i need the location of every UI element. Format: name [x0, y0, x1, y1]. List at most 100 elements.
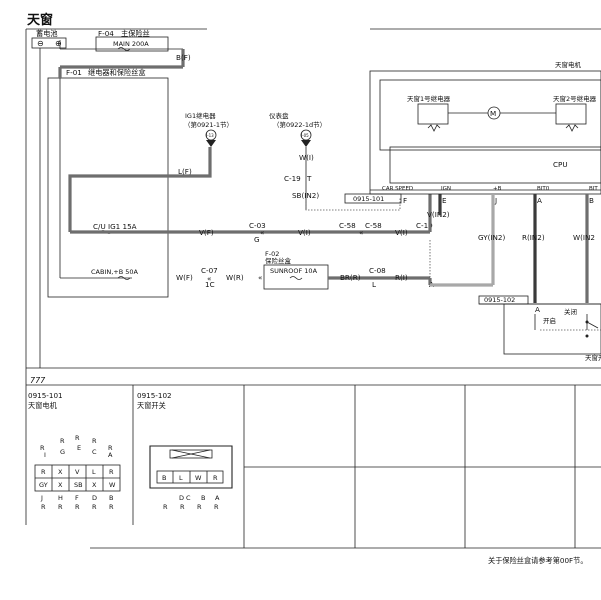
svg-text:B: B: [162, 474, 166, 482]
svg-text:V: V: [75, 468, 80, 476]
svg-text:I-13: I-13: [206, 133, 214, 138]
svg-text:R: R: [75, 503, 80, 511]
footer-note: 关于保险丝盒请参考第00F节。: [488, 556, 588, 565]
svg-text:I: I: [44, 451, 46, 459]
svg-text:⊕: ⊕: [55, 39, 62, 48]
ig1-relay-name: IG1继电器: [185, 111, 216, 120]
module-tag-101: [344, 193, 402, 204]
wire-ri-label: R(I): [395, 273, 408, 282]
sunroof-switch-module: 0915-102 A 关闭 开启 天窗开: [478, 295, 601, 362]
wire-gy-in2-label: GY(IN2): [478, 233, 505, 242]
svg-text:BIT: BIT: [589, 186, 598, 192]
wire-wf-label: W(F): [176, 273, 193, 282]
svg-text:GY: GY: [39, 481, 48, 489]
svg-text:A: A: [108, 451, 113, 459]
svg-text:C: C: [186, 494, 191, 502]
wire-vin2-label: V(IN2): [427, 210, 450, 219]
svg-text:C: C: [92, 448, 97, 456]
relay1-label: 天窗1号继电器: [407, 94, 451, 103]
svg-text:«: «: [207, 274, 211, 283]
ig1-relay: IG1继电器 （第0921-1节） I-13: [184, 111, 233, 147]
svg-text:J: J: [40, 494, 43, 502]
instrument-panel: 仪表盘 （第0922-1d节） I-05 W(I) C-19 T SB(IN2): [269, 111, 401, 211]
svg-text:R: R: [58, 503, 63, 511]
relay-fuse-box: F-01 继电器和保险丝盒 C/U IG1 15A CABIN,+B 50A: [47, 67, 169, 298]
wire-wi-label: W(I): [299, 153, 314, 162]
svg-text:F: F: [75, 494, 79, 502]
c58b-label: C-58: [365, 221, 382, 230]
switch-right-label: 天窗开: [585, 353, 601, 362]
cu-ig1-fuse: C/U IG1 15A: [93, 222, 137, 231]
svg-text:L: L: [92, 468, 96, 476]
svg-text:L: L: [179, 474, 183, 482]
legend-p1-name: 天窗电机: [28, 401, 58, 410]
svg-text:E: E: [77, 444, 81, 452]
svg-text:R: R: [75, 434, 80, 442]
battery: 蓄电池 ⊖ ⊕: [31, 29, 67, 368]
instrument-name: 仪表盘: [269, 111, 289, 120]
svg-text:«: «: [260, 228, 264, 237]
main-fuse: F-04 主保险丝 MAIN 200A B(F): [59, 29, 191, 69]
wire-vf-label: V(F): [199, 228, 214, 237]
wire-w-in2-label: W(IN2: [573, 233, 595, 242]
page-title: 天窗: [27, 12, 53, 28]
c19-label: C-19: [416, 221, 433, 230]
svg-text:M: M: [490, 109, 496, 118]
sunroof-fuse-box: F-02 保险丝盒 SUNROOF 10A: [263, 250, 432, 290]
cabin-b-fuse: CABIN,+B 50A: [91, 268, 139, 276]
svg-text:«: «: [258, 273, 262, 282]
svg-text:R: R: [108, 444, 113, 452]
svg-text:W: W: [195, 474, 202, 482]
sunroof-motor-module: 天窗电机 天窗1号继电器 天窗2号继电器 M CPU CAR SPEED IGN…: [369, 60, 601, 195]
svg-text:R: R: [41, 503, 46, 511]
svg-text:X: X: [58, 468, 63, 476]
legend-p1-id: 0915-101: [28, 391, 63, 400]
relay2-label: 天窗2号继电器: [553, 94, 597, 103]
svg-text:H: H: [58, 494, 63, 502]
svg-text:A: A: [535, 305, 540, 314]
svg-text:R: R: [92, 437, 97, 445]
svg-text:F: F: [403, 196, 407, 205]
wire-vi2-label: V(I): [395, 228, 408, 237]
c08-label: C-08: [369, 266, 386, 275]
svg-text:I-05: I-05: [301, 133, 309, 138]
fuse-box2-name: 保险丝盒: [265, 256, 292, 265]
svg-text:J: J: [494, 196, 497, 205]
svg-text:T: T: [306, 174, 312, 183]
legend-p2-id: 0915-102: [137, 391, 172, 400]
svg-text:R: R: [214, 503, 219, 511]
svg-text:X: X: [58, 481, 63, 489]
svg-text:B: B: [109, 494, 113, 502]
instrument-ref: （第0922-1d节）: [273, 120, 326, 129]
svg-text:+B: +B: [493, 186, 502, 192]
legend-p2-name: 天窗开关: [137, 401, 166, 410]
relay-box-name: 继电器和保险丝盒: [88, 68, 146, 77]
svg-text:G: G: [254, 235, 260, 244]
main-fuse-id: F-04: [98, 29, 114, 38]
svg-text:A: A: [537, 196, 542, 205]
wire-lf-label: L(F): [178, 167, 192, 176]
c58a-label: C-58: [339, 221, 356, 230]
svg-text:D: D: [179, 494, 184, 502]
svg-text:R: R: [213, 474, 218, 482]
svg-text:B: B: [589, 196, 594, 205]
svg-text:0915-101: 0915-101: [353, 195, 384, 203]
svg-text:R: R: [92, 503, 97, 511]
svg-text:CAR SPEED: CAR SPEED: [382, 186, 413, 192]
connector-legend-table: 0915-101 天窗电机 R R R E R R I G C A R X V …: [25, 385, 601, 549]
fuse-box2-id: F-02: [265, 250, 279, 258]
switch-open-label: 开启: [543, 316, 556, 325]
svg-text:D: D: [92, 494, 97, 502]
svg-text:W: W: [109, 481, 116, 489]
c19t-label: C-19: [284, 174, 301, 183]
wire-vi-label: V(I): [298, 228, 311, 237]
sunroof-fuse-rating: SUNROOF 10A: [270, 267, 318, 275]
main-fuse-rating: MAIN 200A: [113, 40, 149, 48]
ground-label: 777: [30, 376, 46, 385]
cpu-label: CPU: [553, 160, 568, 169]
c03-label: C-03: [249, 221, 266, 230]
main-fuse-name: 主保险丝: [121, 29, 150, 38]
svg-text:R: R: [60, 437, 65, 445]
svg-text:⊖: ⊖: [37, 39, 44, 48]
